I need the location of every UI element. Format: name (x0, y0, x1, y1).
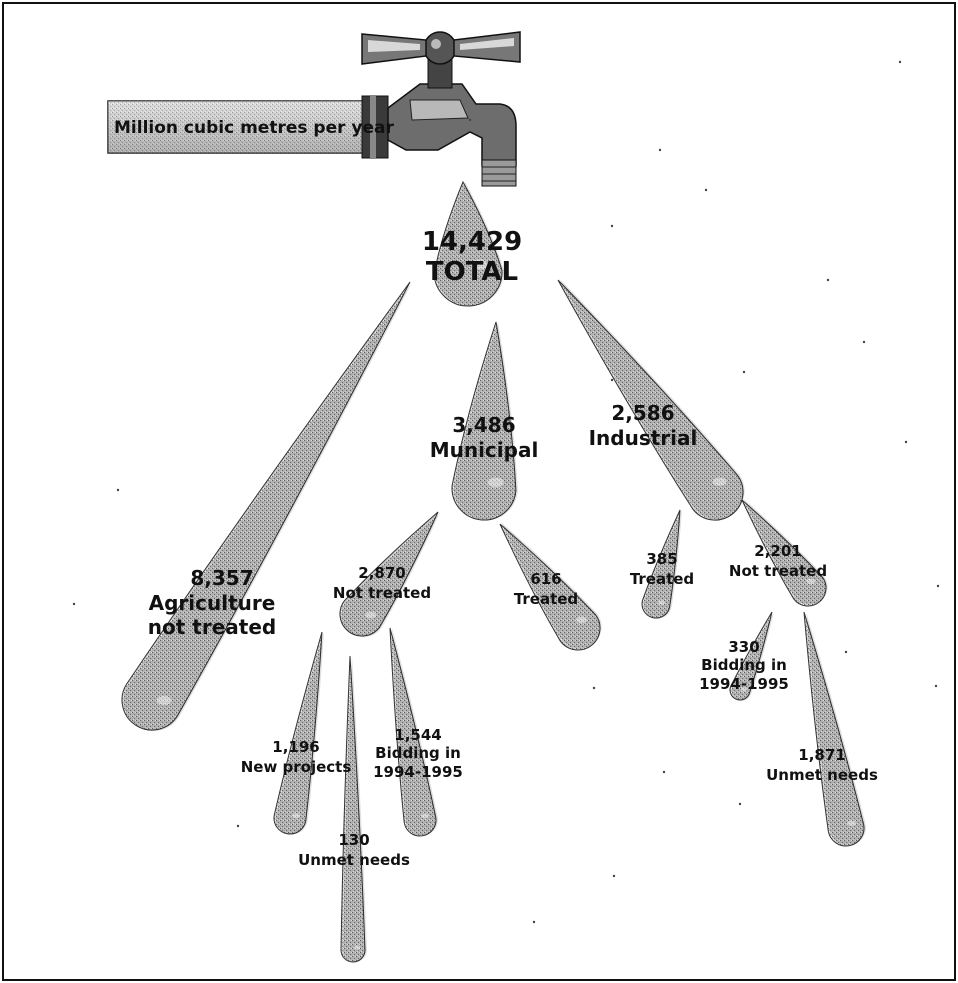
municipal-bidding-label-line2: 1994-1995 (373, 763, 463, 781)
industrial-not-treated-value: 2,201 (754, 542, 801, 560)
municipal-treated-label: Treated (514, 590, 578, 608)
speck-dot (844, 650, 848, 654)
drop-agriculture (121, 281, 412, 732)
faucet-icon (107, 31, 521, 187)
agriculture-label-line2: not treated (148, 615, 276, 639)
drop-industrial-unmet (803, 611, 866, 847)
speck-dot (658, 148, 662, 152)
speck-dot (610, 224, 614, 228)
speck-dot (72, 602, 76, 606)
industrial-unmet-label: Unmet needs (766, 766, 878, 784)
industrial-treated-label: Treated (630, 570, 694, 588)
drop-total (433, 180, 504, 307)
speck-dot (592, 686, 596, 690)
drop-municipal-bidding (389, 627, 438, 837)
speck-dot (742, 370, 746, 374)
industrial-unmet-value: 1,871 (798, 746, 845, 764)
municipal-label: Municipal (430, 438, 539, 462)
speck-dot (468, 118, 472, 122)
drop-industrial-not-treated (741, 498, 828, 607)
speck-dot (704, 188, 708, 192)
municipal-not-treated-label: Not treated (333, 584, 431, 602)
municipal-unmet-label: Unmet needs (298, 851, 410, 869)
drop-municipal-not-treated (339, 511, 440, 638)
drop-municipal-unmet (340, 655, 368, 963)
drop-municipal-treated (499, 522, 602, 651)
speck-dot (610, 378, 614, 382)
speck-dot (826, 278, 830, 282)
speck-dot (898, 60, 902, 64)
industrial-bidding-label-line2: 1994-1995 (699, 675, 789, 693)
municipal-not-treated-value: 2,870 (358, 564, 405, 582)
new-projects-label: New projects (241, 758, 352, 776)
drop-municipal (451, 321, 518, 521)
drop-new-projects (273, 631, 324, 835)
municipal-value: 3,486 (452, 413, 515, 437)
municipal-treated-value: 616 (530, 570, 561, 588)
municipal-bidding-value: 1,544 (394, 726, 441, 744)
industrial-label: Industrial (589, 426, 698, 450)
speck-dot (904, 440, 908, 444)
speck-dot (612, 874, 616, 878)
speck-dot (236, 824, 240, 828)
industrial-bidding-value: 330 (728, 638, 759, 656)
industrial-value: 2,586 (611, 401, 674, 425)
agriculture-value: 8,357 (190, 566, 253, 590)
speck-dot (862, 340, 866, 344)
unit-label: Million cubic metres per year (114, 118, 395, 138)
agriculture-label-line1: Agriculture (149, 591, 276, 615)
drop-industrial (557, 278, 745, 521)
speck-dot (532, 920, 536, 924)
drop-industrial-treated (641, 509, 682, 619)
industrial-treated-value: 385 (646, 550, 677, 568)
municipal-bidding-label-line1: Bidding in (375, 744, 461, 762)
drop-industrial-bidding (729, 611, 774, 701)
speck-dot (934, 684, 938, 688)
speck-dot (936, 584, 940, 588)
total-value: 14,429 (422, 227, 522, 257)
municipal-unmet-value: 130 (338, 831, 369, 849)
drops-layer (72, 60, 940, 963)
speck-dot (116, 488, 120, 492)
speck-dot (738, 802, 742, 806)
industrial-bidding-label-line1: Bidding in (701, 656, 787, 674)
new-projects-value: 1,196 (272, 738, 319, 756)
speck-dot (662, 770, 666, 774)
industrial-not-treated-label: Not treated (729, 562, 827, 580)
total-label: TOTAL (426, 257, 518, 287)
